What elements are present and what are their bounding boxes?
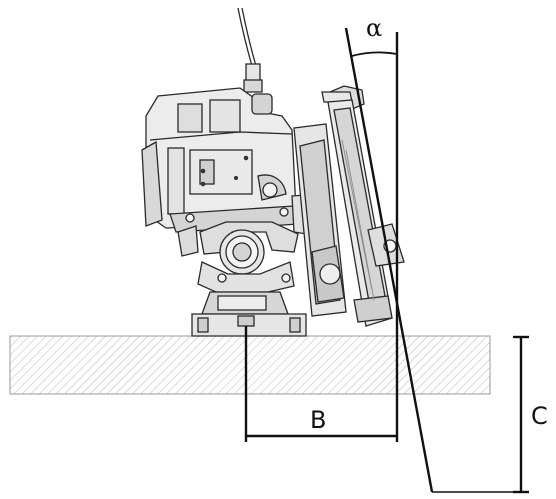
hatched-surface <box>9 335 491 395</box>
ground-section <box>9 335 491 395</box>
depth-c-label: C <box>531 402 548 430</box>
camera-cable <box>237 7 263 93</box>
mount-head <box>191 221 307 337</box>
tilt-reference-line <box>344 27 434 493</box>
camera-body <box>141 87 321 257</box>
distance-b-label: B <box>310 406 326 434</box>
measurement-lines <box>244 27 529 494</box>
angle-arc <box>351 51 398 57</box>
tilted-plate-assembly <box>293 85 405 327</box>
angle-label: α <box>366 14 382 42</box>
